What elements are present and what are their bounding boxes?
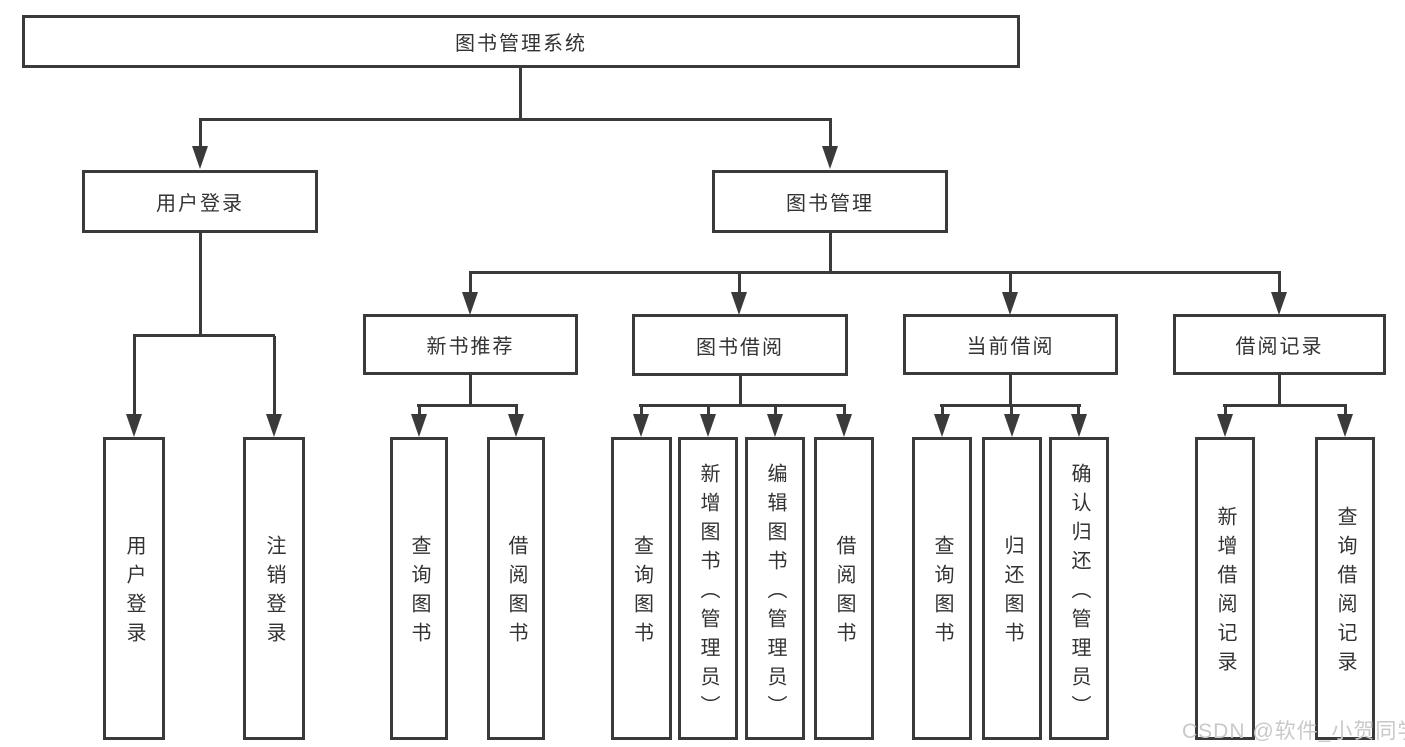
node-new-book-recommend-label: 新书推荐 — [426, 336, 515, 358]
connector-drop — [469, 273, 472, 292]
leaf-borrow-books-label: 借阅图书 — [833, 535, 855, 651]
leaf-confirm-return-admin-label: 确认归还（管理员） — [1068, 462, 1090, 724]
arrow-down-icon — [462, 292, 478, 315]
node-current-borrow: 当前借阅 — [903, 314, 1118, 375]
leaf-borrow-books: 借阅图书 — [814, 437, 874, 740]
leaf-logout-login: 注销登录 — [243, 437, 305, 740]
connector-drop — [1009, 273, 1012, 292]
arrow-down-icon — [633, 414, 649, 437]
leaf-edit-books-admin-label: 编辑图书（管理员） — [764, 462, 786, 724]
connector-recommend-branch — [417, 404, 518, 407]
leaf-query-books-current: 查询图书 — [912, 437, 972, 740]
connector-records-stem — [1278, 375, 1281, 406]
arrow-down-icon — [192, 146, 208, 169]
leaf-return-books-label: 归还图书 — [1001, 535, 1023, 651]
node-new-book-recommend: 新书推荐 — [363, 314, 578, 375]
connector-drop — [941, 407, 944, 415]
node-book-management: 图书管理 — [712, 170, 948, 233]
connector-current-branch — [940, 404, 1081, 407]
connector-borrow-stem — [739, 376, 742, 406]
connector-drop — [273, 336, 276, 414]
csdn-watermark: CSDN @软件_小贺同学 — [1182, 720, 1405, 743]
node-user-login: 用户登录 — [82, 170, 318, 233]
connector-drop — [1224, 407, 1227, 415]
connector-borrow-branch — [639, 404, 846, 407]
leaf-return-books: 归还图书 — [982, 437, 1042, 740]
node-borrow-records-label: 借阅记录 — [1235, 336, 1324, 358]
node-root: 图书管理系统 — [22, 15, 1020, 68]
leaf-query-books-recommend-label: 查询图书 — [408, 535, 430, 651]
leaf-add-books-admin-label: 新增图书（管理员） — [697, 462, 719, 724]
leaf-borrow-books-recommend: 借阅图书 — [487, 437, 545, 740]
connector-drop — [1344, 407, 1347, 415]
connector-drop — [199, 120, 202, 147]
arrow-down-icon — [1071, 414, 1087, 437]
leaf-query-books-recommend: 查询图书 — [390, 437, 448, 740]
arrow-down-icon — [731, 292, 747, 315]
leaf-logout-login-label: 注销登录 — [263, 535, 285, 651]
connector-bookmgmt-branch — [469, 271, 1281, 274]
leaf-user-login: 用户登录 — [103, 437, 165, 740]
connector-root-branch — [199, 118, 832, 121]
arrow-down-icon — [934, 414, 950, 437]
node-borrow-records: 借阅记录 — [1173, 314, 1386, 375]
node-user-login-label: 用户登录 — [156, 193, 244, 215]
arrow-down-icon — [767, 414, 783, 437]
leaf-borrow-books-recommend-label: 借阅图书 — [505, 535, 527, 651]
leaf-query-borrow-record: 查询借阅记录 — [1315, 437, 1375, 740]
node-book-borrow: 图书借阅 — [632, 314, 848, 376]
leaf-add-borrow-record-label: 新增借阅记录 — [1214, 506, 1236, 680]
leaf-query-books-borrow: 查询图书 — [611, 437, 672, 740]
connector-drop — [738, 273, 741, 292]
arrow-down-icon — [508, 414, 524, 437]
node-book-management-label: 图书管理 — [786, 193, 874, 215]
connector-bookmgmt-stem — [829, 233, 832, 273]
arrow-down-icon — [266, 414, 282, 437]
connector-drop — [774, 407, 777, 415]
connector-current-stem — [1009, 375, 1012, 406]
node-current-borrow-label: 当前借阅 — [966, 336, 1055, 358]
connector-drop — [133, 336, 136, 414]
arrow-down-icon — [1217, 414, 1233, 437]
connector-drop — [829, 120, 832, 147]
arrow-down-icon — [1337, 414, 1353, 437]
connector-drop — [843, 407, 846, 415]
arrow-down-icon — [411, 414, 427, 437]
arrow-down-icon — [1271, 292, 1287, 315]
node-book-borrow-label: 图书借阅 — [696, 336, 784, 359]
connector-drop — [515, 407, 518, 415]
leaf-user-login-label: 用户登录 — [123, 535, 145, 651]
arrow-down-icon — [1002, 292, 1018, 315]
leaf-add-books-admin: 新增图书（管理员） — [678, 437, 738, 740]
arrow-down-icon — [836, 414, 852, 437]
connector-drop — [418, 407, 421, 415]
arrow-down-icon — [1004, 414, 1020, 437]
leaf-query-borrow-record-label: 查询借阅记录 — [1334, 506, 1356, 680]
leaf-add-borrow-record: 新增借阅记录 — [1195, 437, 1255, 740]
connector-drop — [640, 407, 643, 415]
arrow-down-icon — [700, 414, 716, 437]
connector-recommend-stem — [469, 375, 472, 406]
leaf-query-books-borrow-label: 查询图书 — [630, 535, 653, 651]
node-root-label: 图书管理系统 — [455, 33, 587, 55]
connector-drop — [1010, 407, 1013, 415]
leaf-query-books-current-label: 查询图书 — [931, 535, 953, 651]
arrow-down-icon — [126, 414, 142, 437]
connector-records-branch — [1223, 404, 1347, 407]
connector-root-stem — [519, 68, 522, 120]
connector-userlogin-stem — [199, 233, 202, 336]
arrow-down-icon — [822, 146, 838, 169]
leaf-confirm-return-admin: 确认归还（管理员） — [1049, 437, 1109, 740]
connector-userlogin-branch — [133, 334, 275, 337]
connector-drop — [1278, 273, 1281, 292]
leaf-edit-books-admin: 编辑图书（管理员） — [745, 437, 805, 740]
connector-drop — [707, 407, 710, 415]
connector-drop — [1077, 407, 1080, 415]
